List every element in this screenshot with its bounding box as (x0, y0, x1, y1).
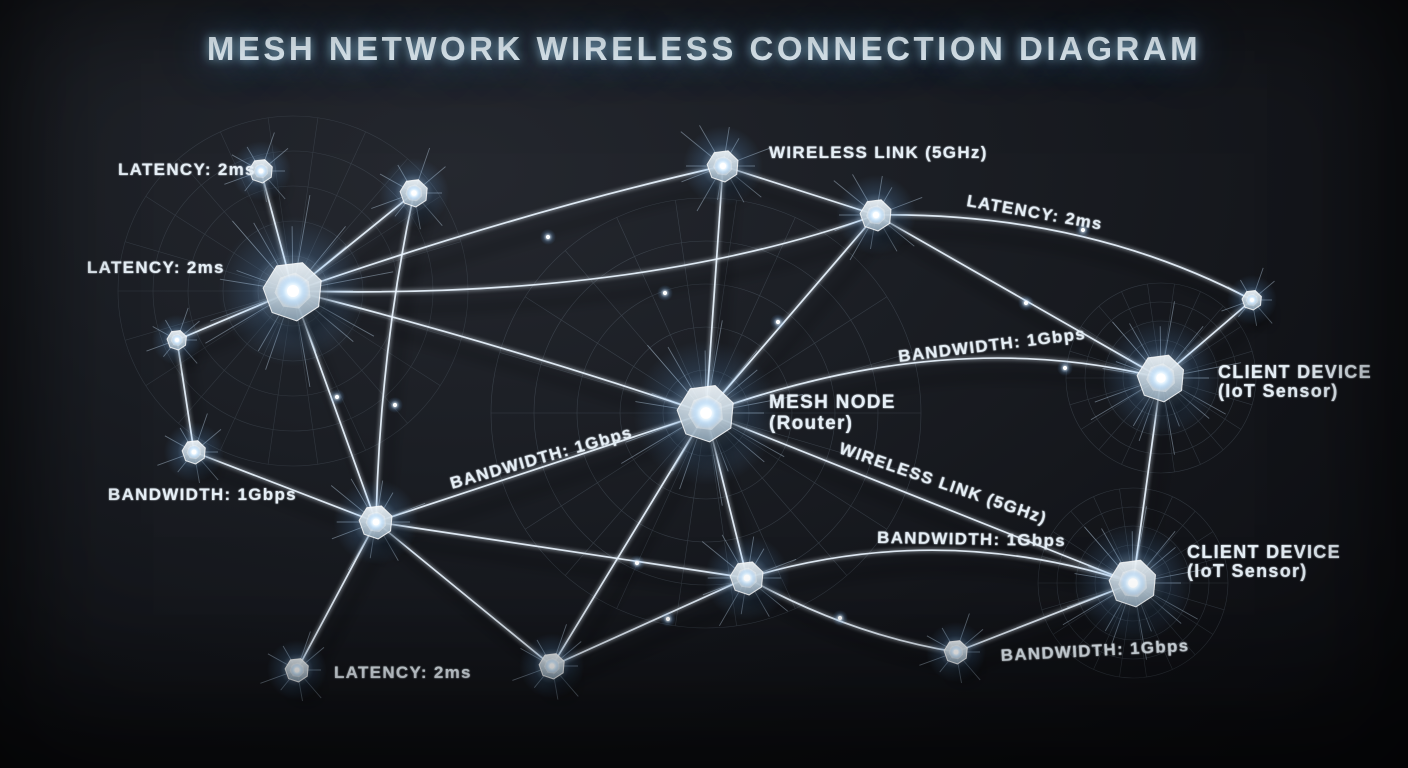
node-core-highlight (700, 407, 712, 419)
node-core-highlight (549, 663, 555, 669)
mesh-node-node-e (680, 125, 770, 212)
diagram-label: LATENCY: 2ms (334, 663, 472, 682)
link-shadow (885, 230, 1264, 321)
network-link-node-h--node-i (375, 521, 748, 579)
sparkle-glint (382, 394, 408, 416)
client-device-client-1 (1090, 301, 1242, 455)
sparkle-glint (827, 607, 853, 629)
network-link-node-b--node-h (375, 192, 415, 523)
mesh-node-hub-hub-left (205, 195, 394, 387)
sparkle-glint (324, 386, 350, 408)
node-core-highlight (287, 285, 299, 297)
diagram-label: MESH NODE (769, 392, 896, 413)
mesh-node-node-b (371, 147, 449, 230)
diagram-label: CLIENT DEVICE (1187, 542, 1341, 562)
mesh-node-node-k (512, 624, 585, 700)
node-core-highlight (1250, 298, 1254, 302)
sparkle-glint (535, 226, 561, 248)
sparkles-layer (324, 219, 1096, 630)
network-link-hub-left--node-f (292, 214, 877, 293)
diagram-label: (Router) (769, 413, 853, 434)
node-core-highlight (1128, 578, 1138, 588)
nodes-layer (146, 125, 1277, 702)
node-core-highlight (191, 449, 197, 455)
mesh-node-node-h (330, 478, 426, 571)
diagram-label: LATENCY: 2ms (87, 258, 225, 277)
link-shadow (385, 537, 758, 599)
mesh-node-small-sensor-j (919, 613, 986, 684)
node-core-highlight (743, 574, 751, 582)
sparkle-glint (624, 552, 650, 574)
mesh-node-small-sensor-c (146, 307, 202, 366)
node-core-highlight (411, 190, 417, 196)
mesh-router-router (621, 320, 803, 506)
mesh-node-small-sensor-l (260, 631, 327, 702)
diagram-label: WIRELESS LINK (5GHz) (769, 143, 988, 162)
diagram-label: (IoT Sensor) (1218, 381, 1339, 401)
mesh-node-small-sensor-d (157, 413, 224, 484)
mesh-node-node-i (701, 534, 797, 627)
sparkle-glint (1070, 219, 1096, 241)
node-core-highlight (258, 168, 264, 174)
diagram-label: BANDWIDTH: 1Gbps (108, 485, 297, 504)
network-link-router--client-2 (705, 412, 1134, 584)
sparkle-glint (1052, 357, 1078, 379)
network-link-node-f--sensor-g (875, 214, 1253, 301)
diagram-label: BANDWIDTH: 1Gbps (877, 528, 1066, 550)
mesh-node-small-sensor-a (224, 132, 291, 203)
sparkle-glint (765, 311, 791, 333)
node-core-highlight (719, 162, 727, 170)
diagram-label: (IoT Sensor) (1187, 561, 1308, 581)
sparkle-glint (1013, 292, 1039, 314)
node-core-highlight (372, 518, 380, 526)
node-core-highlight (953, 649, 959, 655)
diagram-label: LATENCY: 2ms (118, 160, 256, 179)
diagram-label: CLIENT DEVICE (1218, 362, 1372, 382)
diagram-label: BANDWIDTH: 1Gbps (1000, 636, 1190, 665)
node-core-highlight (1156, 373, 1166, 383)
client-device-client-2 (1062, 506, 1214, 660)
diagram-label: WIRELESS LINK (5GHz) (837, 439, 1050, 528)
page-title: MESH NETWORK WIRELESS CONNECTION DIAGRAM (206, 30, 1202, 67)
mesh-node-node-f (833, 174, 923, 261)
mesh-node-small-sensor-g (1221, 267, 1277, 326)
link-shadow (302, 230, 887, 313)
diagram-label: BANDWIDTH: 1Gbps (897, 324, 1087, 366)
node-core-highlight (175, 338, 179, 342)
node-core-highlight (294, 667, 300, 673)
node-core-highlight (872, 211, 880, 219)
link-shadow (715, 428, 1144, 604)
diagram-label: BANDWIDTH: 1Gbps (448, 423, 635, 493)
sparkle-glint (652, 282, 678, 304)
sparkle-glint (655, 608, 681, 630)
